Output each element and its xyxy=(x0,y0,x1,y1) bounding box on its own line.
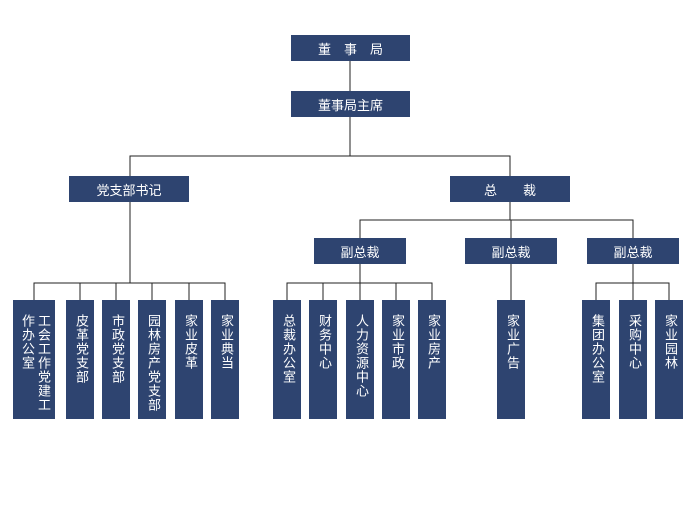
connector xyxy=(595,264,634,300)
connector xyxy=(33,202,131,300)
dept-box: 采购中心 xyxy=(619,300,647,419)
dept-label: 家业园林 xyxy=(662,314,677,370)
dept-label: 皮革党支部 xyxy=(73,314,88,384)
dept-box: 财务中心 xyxy=(309,300,337,419)
dept-box: 家业皮革 xyxy=(175,300,203,419)
dept-box: 家业房产 xyxy=(418,300,446,419)
dept-box: 家业典当 xyxy=(211,300,239,419)
dept-label: 采购中心 xyxy=(626,314,641,370)
dept-box: 园林房产党支部 xyxy=(138,300,166,419)
vice-president-box: 副总裁 xyxy=(465,238,557,264)
dept-box: 家业园林 xyxy=(655,300,683,419)
dept-box: 皮革党支部 xyxy=(66,300,94,419)
vice-president-box: 副总裁 xyxy=(587,238,679,264)
dept-label: 集团办公室 xyxy=(589,314,604,384)
connector xyxy=(633,282,670,300)
dept-label: 家业广告 xyxy=(504,314,519,370)
chairman-box: 董事局主席 xyxy=(291,91,410,117)
connector xyxy=(510,219,634,238)
party-secretary-box: 党支部书记 xyxy=(69,176,189,202)
president-box: 总 裁 xyxy=(450,176,570,202)
vice-president-box: 副总裁 xyxy=(314,238,406,264)
dept-label: 总裁办公室 xyxy=(280,314,295,384)
connector xyxy=(359,202,511,238)
dept-box: 家业广告 xyxy=(497,300,525,419)
dept-box: 市政党支部 xyxy=(102,300,130,419)
dept-label: 家业典当 xyxy=(218,314,233,370)
connector xyxy=(129,117,351,176)
connector xyxy=(360,282,433,300)
dept-label: 财务中心 xyxy=(316,314,331,370)
dept-box: 家业市政 xyxy=(382,300,410,419)
dept-label: 园林房产党支部 xyxy=(145,314,160,412)
dept-box: 总裁办公室 xyxy=(273,300,301,419)
dept-box: 集团办公室 xyxy=(582,300,610,419)
dept-label: 市政党支部 xyxy=(109,314,124,384)
connector xyxy=(350,155,511,176)
connector xyxy=(130,282,226,300)
dept-label: 工会工作党建工作办公室 xyxy=(19,314,50,412)
dept-label: 家业市政 xyxy=(389,314,404,370)
dept-label: 家业皮革 xyxy=(182,314,197,370)
dept-label: 家业房产 xyxy=(425,314,440,370)
dept-box: 工会工作党建工作办公室 xyxy=(13,300,55,419)
dept-box: 人力资源中心 xyxy=(346,300,374,419)
board-box: 董 事 局 xyxy=(291,35,410,61)
dept-label: 人力资源中心 xyxy=(353,314,368,398)
